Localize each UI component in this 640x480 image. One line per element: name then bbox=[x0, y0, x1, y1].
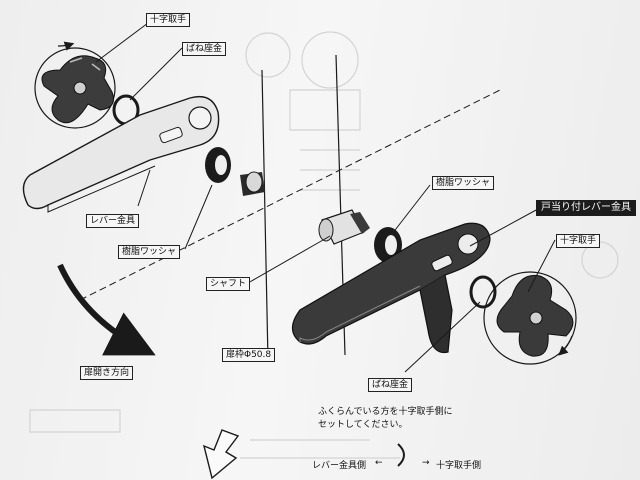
center-axis-dashed bbox=[79, 89, 501, 301]
background-ghost-print bbox=[29, 31, 619, 459]
label-door-open-direction: 扉開き方向 bbox=[80, 366, 134, 380]
leader-lines bbox=[95, 19, 556, 373]
label-spring-seat-bottom: ばね座金 bbox=[368, 378, 413, 392]
label-shaft: シャフト bbox=[206, 277, 251, 291]
label-cross-handle-top: 十字取手 bbox=[146, 13, 191, 27]
label-lever-fitting: レバー金具 bbox=[86, 214, 140, 228]
rotation-arrow-top bbox=[57, 41, 75, 51]
cross-handle-top-shape bbox=[41, 55, 114, 124]
handle-rotation-circle-top bbox=[34, 47, 116, 129]
label-door-frame: 扉枠Φ50.8 bbox=[222, 348, 276, 362]
instruction-line-1: ふくらんでいる方を十字取手側に bbox=[318, 407, 453, 417]
handle-rotation-circle-right bbox=[483, 271, 577, 365]
spring-washer-bottom bbox=[469, 275, 497, 309]
orientation-handle-side: 十字取手側 bbox=[436, 461, 482, 471]
orientation-lever-side: レバー金具側 bbox=[312, 461, 367, 471]
door-open-direction-arrow bbox=[57, 263, 156, 356]
label-resin-washer-left: 樹脂ワッシャ bbox=[118, 245, 181, 259]
label-spring-seat-top: ばね座金 bbox=[182, 42, 227, 56]
lever-fitting-shape bbox=[22, 95, 220, 213]
orientation-arrow-left: ← bbox=[375, 458, 383, 468]
label-cross-handle-right: 十字取手 bbox=[556, 234, 601, 248]
washer-profile-icon bbox=[397, 443, 405, 467]
orientation-arrow-right: → bbox=[422, 458, 430, 468]
down-outline-arrow bbox=[202, 429, 240, 480]
label-resin-washer-right: 樹脂ワッシャ bbox=[432, 176, 495, 190]
rotation-arrow-right bbox=[558, 335, 573, 356]
shaft-stub-left bbox=[240, 171, 265, 196]
door-frame-line-left bbox=[261, 69, 269, 361]
label-lever-with-stop: 戸当り付レバー金具 bbox=[536, 200, 636, 216]
instruction-line-2: セットしてください。 bbox=[318, 420, 408, 430]
cross-handle-right-shape bbox=[496, 274, 574, 357]
shaft-shape bbox=[318, 209, 370, 245]
lever-with-stop-shape bbox=[291, 222, 491, 354]
